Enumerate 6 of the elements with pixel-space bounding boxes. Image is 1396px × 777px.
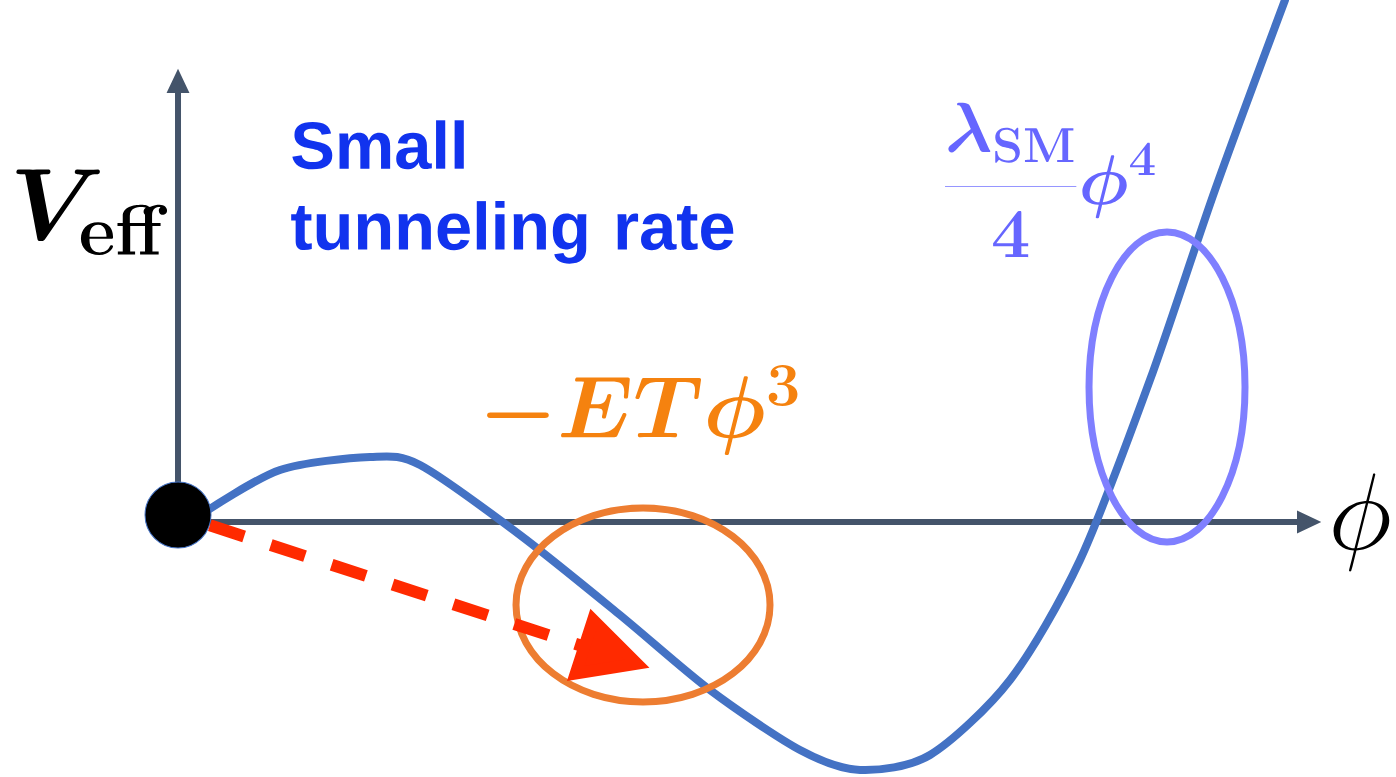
ball [144,481,212,549]
formula-label: $-ET\phi^3$ [487,364,798,455]
annotation-text: Small tunneling rate [291,120,734,264]
axis-label: $V_{\mathrm{eff}}$ [16,169,168,256]
axis-label: $\phi$ [1333,473,1390,572]
formula-label: $\frac{\lambda_{\mathrm{SM}}}{4}\phi^4$ [945,102,1155,258]
